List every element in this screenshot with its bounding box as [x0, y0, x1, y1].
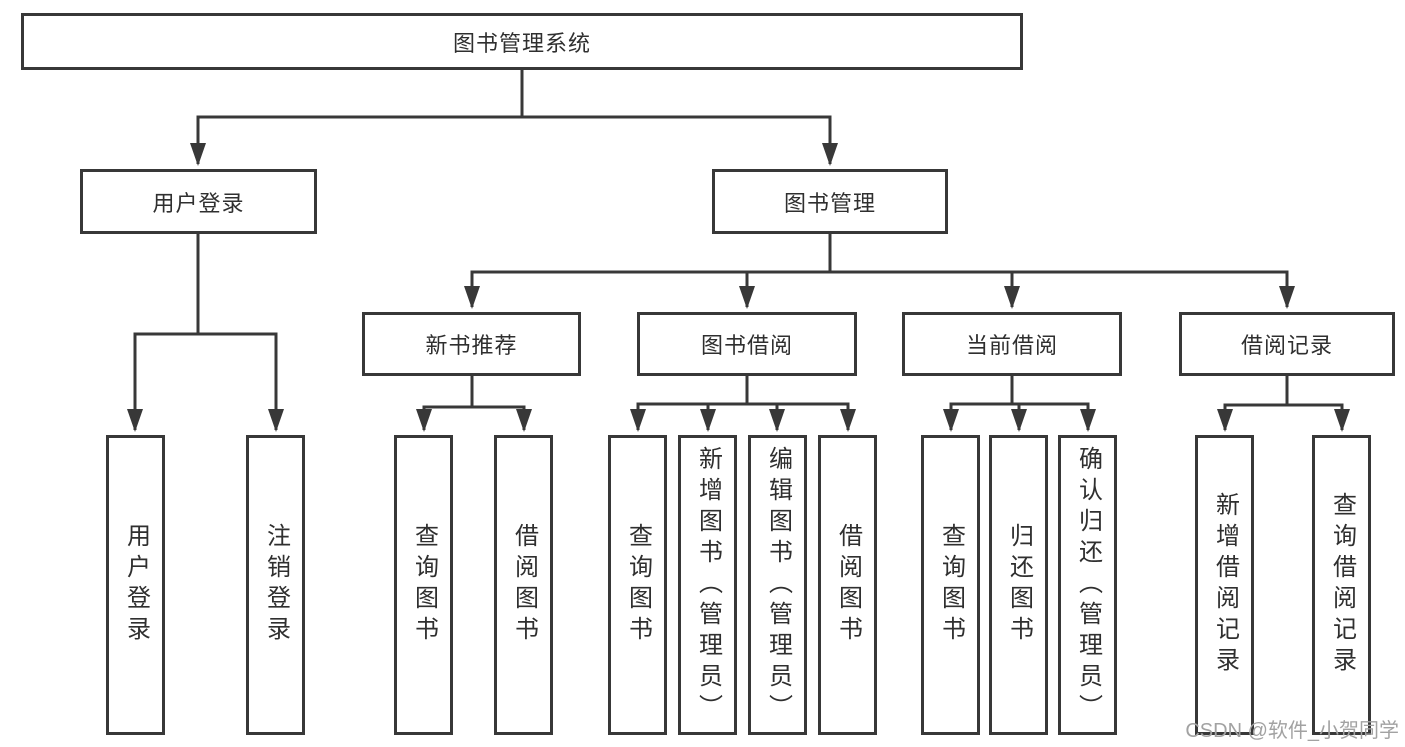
leaf-label: 注销登录	[262, 523, 290, 647]
leaf-confirm-return-admin: 确认归还（管理员）	[1058, 435, 1117, 735]
leaf-query-books-recommend: 查询图书	[394, 435, 453, 735]
leaf-borrow-books-recommend: 借阅图书	[494, 435, 553, 735]
leaf-user-login: 用户登录	[106, 435, 165, 735]
leaf-label: 编辑图书（管理员）	[764, 445, 792, 725]
csdn-watermark: CSDN @软件_小贺同学	[1185, 720, 1399, 742]
leaf-label: 确认归还（管理员）	[1074, 445, 1102, 725]
node-label: 借阅记录	[1240, 333, 1333, 358]
leaf-label: 借阅图书	[834, 523, 862, 647]
node-label: 当前借阅	[965, 333, 1058, 358]
node-new-book-recommendation: 新书推荐	[362, 312, 581, 376]
leaf-label: 新增图书（管理员）	[694, 445, 722, 725]
leaf-query-books-borrow: 查询图书	[608, 435, 667, 735]
node-label: 图书借阅	[700, 333, 793, 358]
node-current-borrowing: 当前借阅	[902, 312, 1122, 376]
leaf-label: 查询借阅记录	[1328, 492, 1356, 678]
node-label: 用户登录	[152, 190, 245, 216]
leaf-query-borrow-record: 查询借阅记录	[1312, 435, 1371, 735]
node-label: 图书管理	[783, 190, 876, 216]
leaf-edit-books-admin: 编辑图书（管理员）	[748, 435, 807, 735]
leaf-return-books: 归还图书	[989, 435, 1048, 735]
leaf-add-books-admin: 新增图书（管理员）	[678, 435, 737, 735]
leaf-label: 查询图书	[937, 523, 965, 647]
leaf-label: 查询图书	[624, 523, 652, 647]
node-label: 新书推荐	[425, 333, 518, 358]
leaf-add-borrow-record: 新增借阅记录	[1195, 435, 1254, 735]
node-borrowing-records: 借阅记录	[1179, 312, 1395, 376]
node-user-login: 用户登录	[80, 169, 317, 234]
leaf-label: 借阅图书	[510, 523, 538, 647]
leaf-label: 用户登录	[122, 523, 150, 647]
leaf-logout: 注销登录	[246, 435, 305, 735]
node-book-borrowing: 图书借阅	[637, 312, 857, 376]
leaf-label: 查询图书	[410, 523, 438, 647]
node-book-management: 图书管理	[712, 169, 948, 234]
leaf-label: 归还图书	[1005, 523, 1033, 647]
leaf-label: 新增借阅记录	[1211, 492, 1239, 678]
leaf-query-books-current: 查询图书	[921, 435, 980, 735]
node-library-management-system: 图书管理系统	[21, 13, 1023, 70]
node-label: 图书管理系统	[452, 30, 591, 56]
leaf-borrow-books: 借阅图书	[818, 435, 877, 735]
